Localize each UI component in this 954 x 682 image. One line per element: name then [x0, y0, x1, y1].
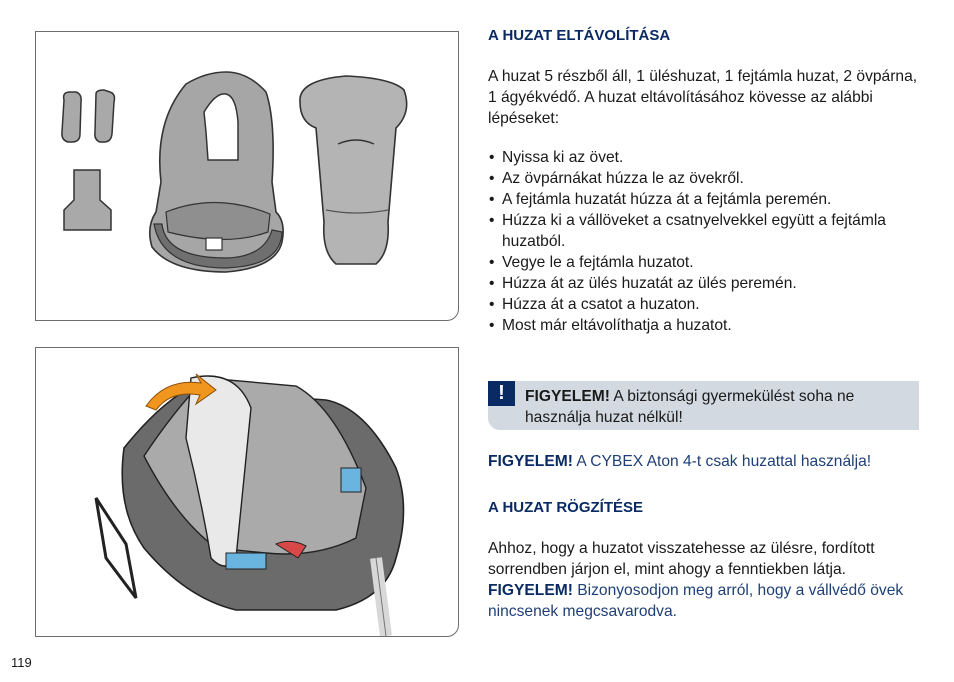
page-number: 119 [11, 655, 32, 670]
list-item: Húzza ki a vállöveket a csatnyelvekkel e… [488, 210, 928, 252]
attach-paragraph: Ahhoz, hogy a huzatot visszatehesse az ü… [488, 538, 924, 622]
attach-warning-label: FIGYELEM! [488, 582, 573, 599]
orange-arrow-icon [145, 373, 217, 411]
attach-warning-text: Bizonyosodjon meg arról, hogy a vállvédő… [488, 582, 904, 620]
list-item: Most már eltávolíthatja a huzatot. [488, 315, 928, 336]
cover-parts-illustration [35, 31, 459, 321]
attach-text: Ahhoz, hogy a huzatot visszatehesse az ü… [488, 540, 875, 578]
list-item: Húzza át a csatot a huzaton. [488, 294, 928, 315]
list-item: A fejtámla huzatát húzza át a fejtámla p… [488, 189, 928, 210]
list-item: Vegye le a fejtámla huzatot. [488, 252, 928, 273]
heading-attach-cover: A HUZAT RÖGZÍTÉSE [488, 499, 643, 516]
seat-cover-removal-illustration [35, 347, 459, 637]
exclamation-icon: ! [488, 381, 515, 406]
list-item: Az övpárnákat húzza le az övekről. [488, 168, 928, 189]
headrest-cover [299, 75, 408, 265]
cover-note-label: FIGYELEM! [488, 453, 573, 470]
warning-text: FIGYELEM! A biztonsági gyermekülést soha… [525, 386, 910, 428]
belt-pads [61, 89, 116, 143]
cover-note: FIGYELEM! A CYBEX Aton 4-t csak huzattal… [488, 451, 871, 472]
cover-note-text: A CYBEX Aton 4-t csak huzattal használja… [572, 453, 872, 470]
crotch-pad [63, 169, 112, 231]
list-item: Húzza át az ülés huzatát az ülés peremén… [488, 273, 928, 294]
warning-message: A biztonsági gyermekülést soha ne haszná… [525, 388, 855, 426]
intro-paragraph: A huzat 5 részből áll, 1 üléshuzat, 1 fe… [488, 68, 918, 127]
heading-remove-cover: A HUZAT ELTÁVOLÍTÁSA [488, 27, 671, 44]
warning-label: FIGYELEM! [525, 388, 610, 405]
seat-cover [148, 71, 284, 273]
list-item: Nyissa ki az övet. [488, 147, 928, 168]
warning-box: ! FIGYELEM! A biztonsági gyermekülést so… [488, 381, 919, 430]
removal-steps-list: Nyissa ki az övet. Az övpárnákat húzza l… [488, 147, 928, 336]
